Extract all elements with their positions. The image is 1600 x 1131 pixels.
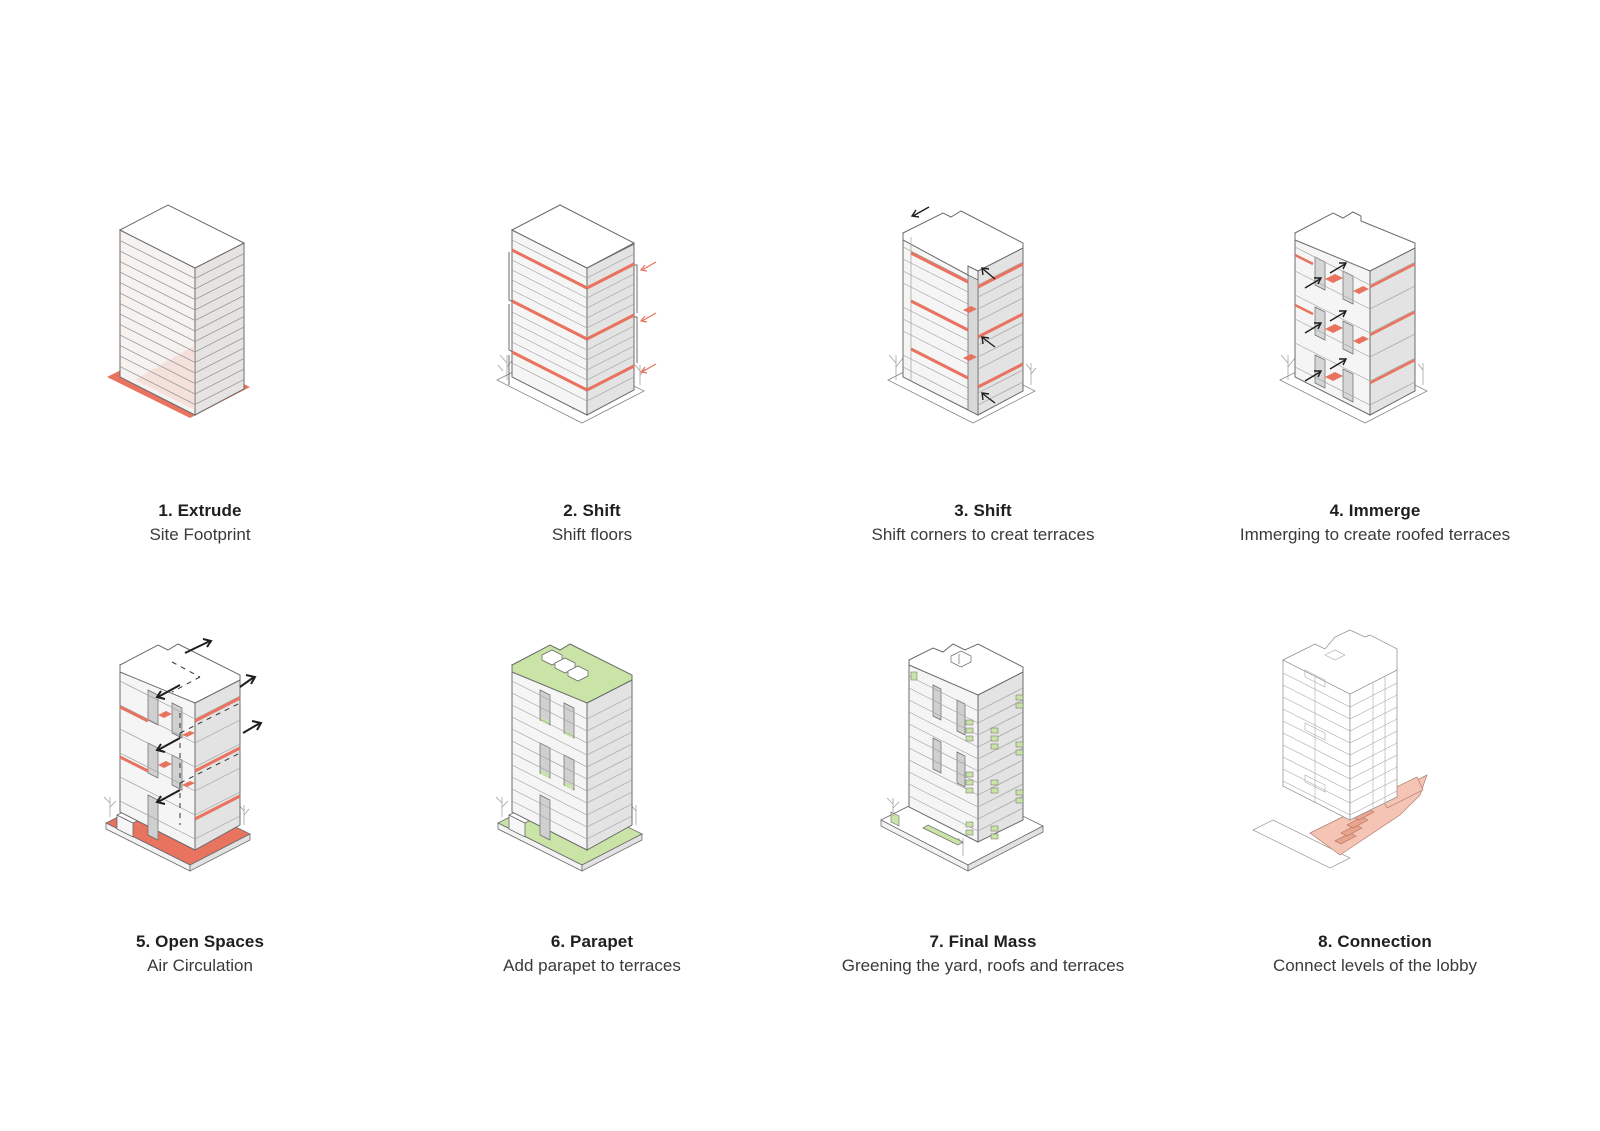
arrow-icon: [639, 261, 657, 374]
step-caption: 2. Shift Shift floors: [392, 500, 792, 548]
arrow-icon: [1304, 262, 1348, 382]
step-subtitle: Greening the yard, roofs and terraces: [841, 956, 1125, 975]
step-title: 4. Immerge: [1329, 501, 1421, 520]
step-title: 5. Open Spaces: [135, 932, 264, 951]
arrow-icon: [910, 206, 996, 404]
isometric-building-final-mass-icon: [783, 630, 1183, 890]
step-subtitle: Immerging to create roofed terraces: [1239, 525, 1511, 544]
step-subtitle: Shift corners to creat terraces: [871, 525, 1095, 544]
tree-icon: [888, 354, 1037, 385]
step-subtitle: Shift floors: [551, 525, 633, 544]
tree-icon: [1280, 354, 1424, 385]
step-caption: 7. Final Mass Greening the yard, roofs a…: [783, 931, 1183, 979]
step-title: 3. Shift: [954, 501, 1012, 520]
isometric-building-open-spaces-icon: [0, 625, 400, 885]
step-caption: 8. Connection Connect levels of the lobb…: [1175, 931, 1575, 979]
arrow-icon: [155, 638, 263, 805]
step-caption: 3. Shift Shift corners to creat terraces: [783, 500, 1183, 548]
isometric-building-extrude-icon: [0, 195, 400, 435]
step-subtitle: Site Footprint: [149, 525, 251, 544]
step-title: 8. Connection: [1318, 932, 1432, 951]
step-title: 7. Final Mass: [929, 932, 1037, 951]
step-title: 6. Parapet: [550, 932, 634, 951]
step-title: 2. Shift: [563, 501, 621, 520]
isometric-building-parapet-icon: [392, 625, 792, 885]
isometric-building-connection-icon: [1175, 615, 1575, 885]
stairs-icon: [1334, 808, 1375, 845]
step-subtitle: Add parapet to terraces: [503, 956, 681, 975]
step-title: 1. Extrude: [158, 501, 242, 520]
isometric-building-immerge-icon: [1175, 195, 1575, 435]
tree-icon: [495, 796, 637, 825]
step-subtitle: Air Circulation: [147, 956, 253, 975]
step-subtitle: Connect levels of the lobby: [1272, 956, 1478, 975]
step-caption: 6. Parapet Add parapet to terraces: [392, 931, 792, 979]
step-caption: 1. Extrude Site Footprint: [0, 500, 400, 548]
isometric-building-shift-floors-icon: [392, 195, 792, 435]
step-caption: 4. Immerge Immerging to create roofed te…: [1175, 500, 1575, 548]
tree-icon: [886, 797, 964, 856]
isometric-building-shift-corners-icon: [783, 195, 1183, 435]
step-caption: 5. Open Spaces Air Circulation: [0, 931, 400, 979]
